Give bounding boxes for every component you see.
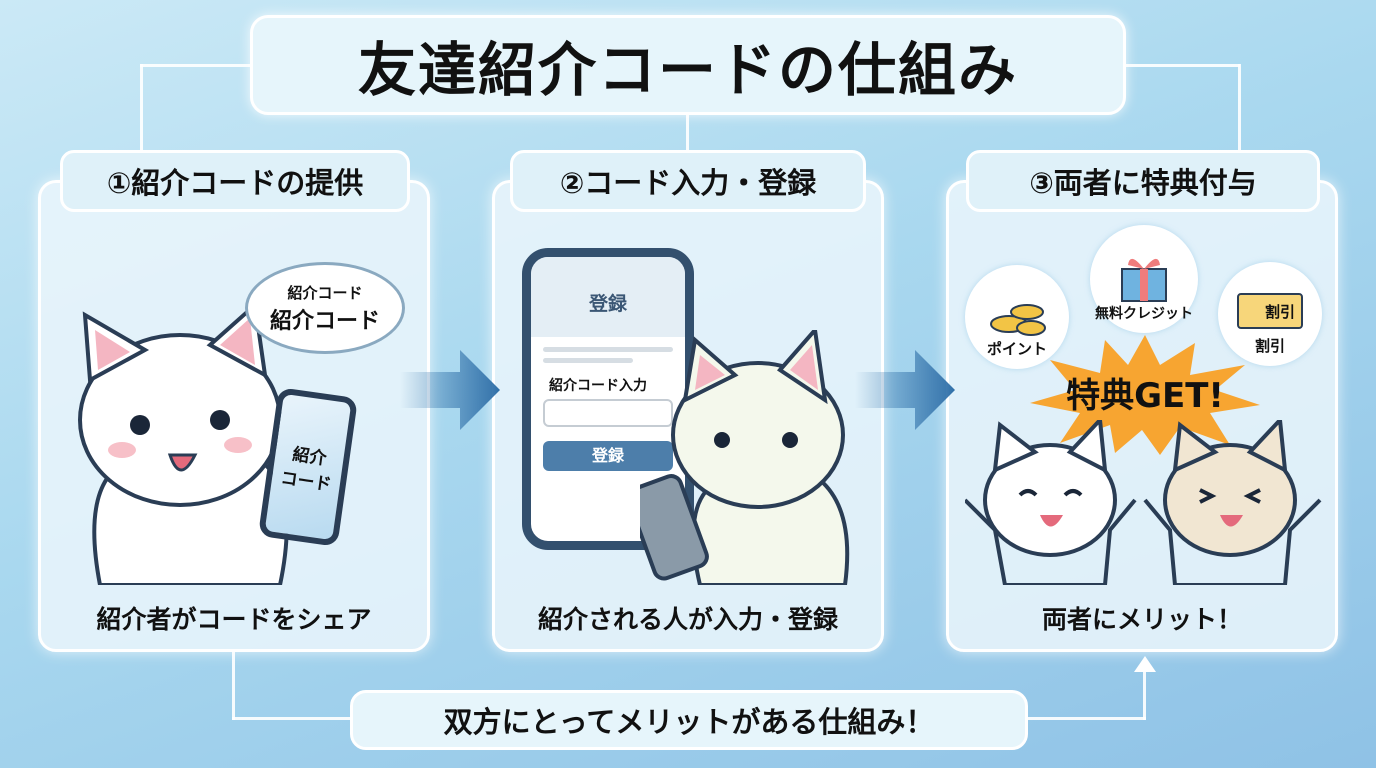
step-caption-1: 紹介者がコードをシェア: [96, 605, 372, 634]
summary-banner: 双方にとってメリットがある仕組み！: [350, 690, 1028, 750]
connector-line: [1026, 717, 1146, 720]
happy-cats-illustration: [965, 420, 1322, 585]
code-input[interactable]: [543, 399, 673, 427]
screen-title: 登録: [531, 257, 685, 337]
connector-line: [140, 64, 252, 67]
register-button[interactable]: 登録: [543, 441, 673, 471]
bubble-text-small: 紹介コード: [287, 283, 363, 302]
ticket-icon: 割引: [1237, 293, 1303, 329]
step-header-3: ③両者に特典付与: [966, 150, 1320, 212]
step-caption-3: 両者にメリット！: [1041, 605, 1242, 634]
connector-line: [1143, 668, 1146, 720]
arrow-right-icon: [400, 350, 500, 430]
connector-line: [232, 650, 235, 720]
burst-text: 特典GET!: [1066, 376, 1224, 416]
connector-line: [140, 64, 143, 182]
connector-line: [232, 717, 352, 720]
coins-icon: [990, 304, 1046, 336]
ticket-text: 割引: [1264, 302, 1295, 321]
connector-line: [1124, 64, 1240, 67]
reward-credit: 無料クレジット: [1090, 225, 1198, 333]
arrow-right-icon: [855, 350, 955, 430]
step-caption-2: 紹介される人が入力・登録: [537, 605, 838, 634]
step-header-1: ①紹介コードの提供: [60, 150, 410, 212]
reward-label: 無料クレジット: [1095, 306, 1193, 322]
reward-label: ポイント: [986, 340, 1047, 358]
page-title: 友達紹介コードの仕組み: [250, 15, 1126, 115]
cat-illustration: [640, 330, 850, 585]
bubble-text-large: 紹介コード: [269, 308, 380, 334]
speech-bubble: 紹介コード 紹介コード: [245, 262, 405, 354]
connector-line: [686, 114, 689, 152]
reward-points: ポイント: [965, 265, 1069, 369]
gift-icon: [1121, 258, 1167, 302]
connector-line: [1238, 64, 1241, 182]
reward-label: 割引: [1254, 337, 1285, 355]
field-label: 紹介コード入力: [549, 378, 647, 394]
arrowhead-icon: [1134, 656, 1156, 672]
step-header-2: ②コード入力・登録: [510, 150, 866, 212]
phone-text: コード: [279, 468, 333, 496]
burst-icon: [1030, 335, 1260, 455]
reward-discount: 割引 割引: [1218, 262, 1322, 366]
